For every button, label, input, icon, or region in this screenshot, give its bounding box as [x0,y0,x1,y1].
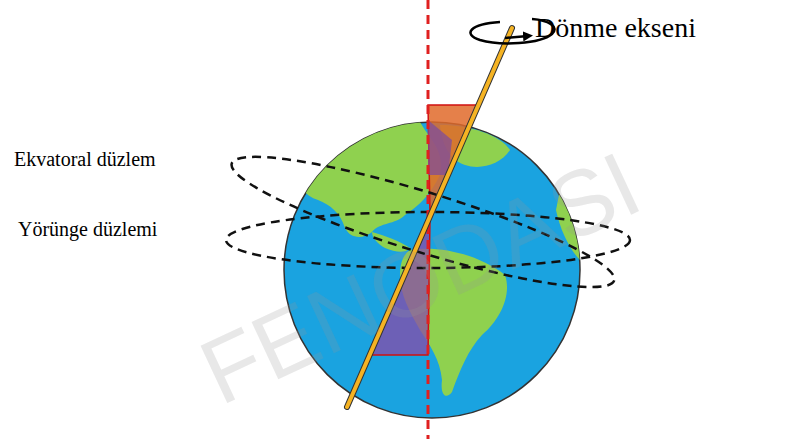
plane-label: Yörünge düzlemi [18,218,157,241]
axis-label: Dönme ekseni [535,12,696,44]
plane-label: Ekvatoral düzlem [14,148,156,171]
